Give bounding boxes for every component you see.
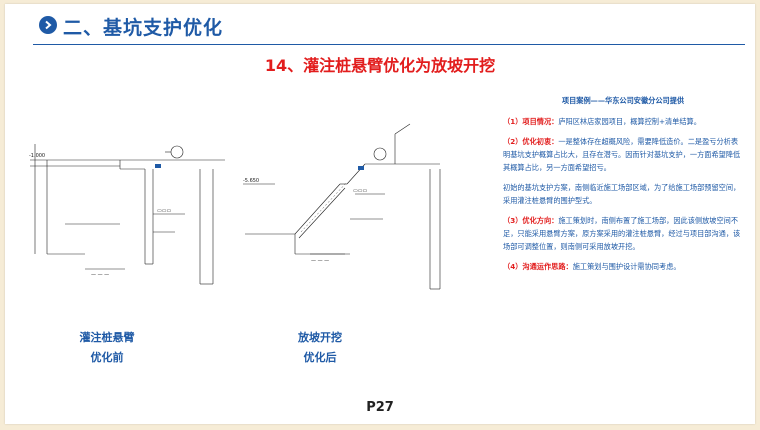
cantilever-pile-section-drawing: -1.000 ▭▭▭ — — — xyxy=(29,144,225,285)
before-caption-line2: 优化前 xyxy=(90,351,124,364)
after-caption-line2: 优化后 xyxy=(303,351,337,364)
before-caption: 灌注桩悬臂 优化前 xyxy=(47,328,167,368)
case-heading: 项目案例——华东公司安徽分公司提供 xyxy=(561,96,685,105)
slope-excavation-section-drawing: -5.650 ▭▭▭ — — — xyxy=(243,123,441,290)
project-info-label: （1）项目情况： xyxy=(503,117,559,126)
project-info-paragraph: （1）项目情况：庐阳区林店家园项目，概算控制+清单结算。 xyxy=(503,115,743,128)
svg-text:▭▭▭: ▭▭▭ xyxy=(353,188,367,194)
section-header: 二、基坑支护优化 xyxy=(5,4,755,44)
communication-text: 施工策划与围护设计需协同考虑。 xyxy=(572,262,681,271)
header-divider xyxy=(33,44,745,45)
direction-paragraph: （3）优化方向：施工策划时，南侧布置了施工场部，因此该侧放坡空间不足，只能采用悬… xyxy=(503,214,743,253)
svg-text:-1.000: -1.000 xyxy=(29,153,45,159)
slide: 二、基坑支护优化 14、灌注桩悬臂优化为放坡开挖 xyxy=(5,4,755,424)
direction-text: 施工策划时，南侧布置了施工场部，因此该侧放坡空间不足，只能采用悬臂方案，原方案采… xyxy=(503,216,741,251)
section-title: 二、基坑支护优化 xyxy=(63,17,224,39)
svg-text:-5.650: -5.650 xyxy=(243,178,259,184)
svg-text:— — —: — — — xyxy=(311,258,329,264)
motivation-label: （2）优化初衷： xyxy=(503,137,559,146)
svg-text:— — —: — — — xyxy=(91,272,109,278)
direction-label: （3）优化方向： xyxy=(503,216,559,225)
page-number: P27 xyxy=(366,400,394,415)
after-caption: 放坡开挖 优化后 xyxy=(260,328,380,368)
motivation-text: 一是整体存在超概风险，需要降低造价。二是盈亏分析表明基坑支护概算占比大，且存在潜… xyxy=(503,137,741,172)
slide-title: 14、灌注桩悬臂优化为放坡开挖 xyxy=(264,56,496,75)
communication-paragraph: （4）沟通运作思路：施工策划与围护设计需协同考虑。 xyxy=(503,260,743,273)
project-info-text: 庐阳区林店家园项目，概算控制+清单结算。 xyxy=(558,117,701,126)
chevron-right-icon xyxy=(39,16,57,34)
after-caption-line1: 放坡开挖 xyxy=(298,331,342,344)
motivation-paragraph: （2）优化初衷：一是整体存在超概风险，需要降低造价。二是盈亏分析表明基坑支护概算… xyxy=(503,135,743,174)
svg-text:▭▭▭: ▭▭▭ xyxy=(157,208,171,214)
case-description-panel: 项目案例——华东公司安徽分公司提供 （1）项目情况：庐阳区林店家园项目，概算控制… xyxy=(503,94,743,280)
original-scheme-paragraph: 初始的基坑支护方案，南侧临近施工场部区域，为了给施工场部预留空间，采用灌注桩悬臂… xyxy=(503,183,741,205)
before-caption-line1: 灌注桩悬臂 xyxy=(79,331,135,344)
communication-label: （4）沟通运作思路： xyxy=(503,262,573,271)
